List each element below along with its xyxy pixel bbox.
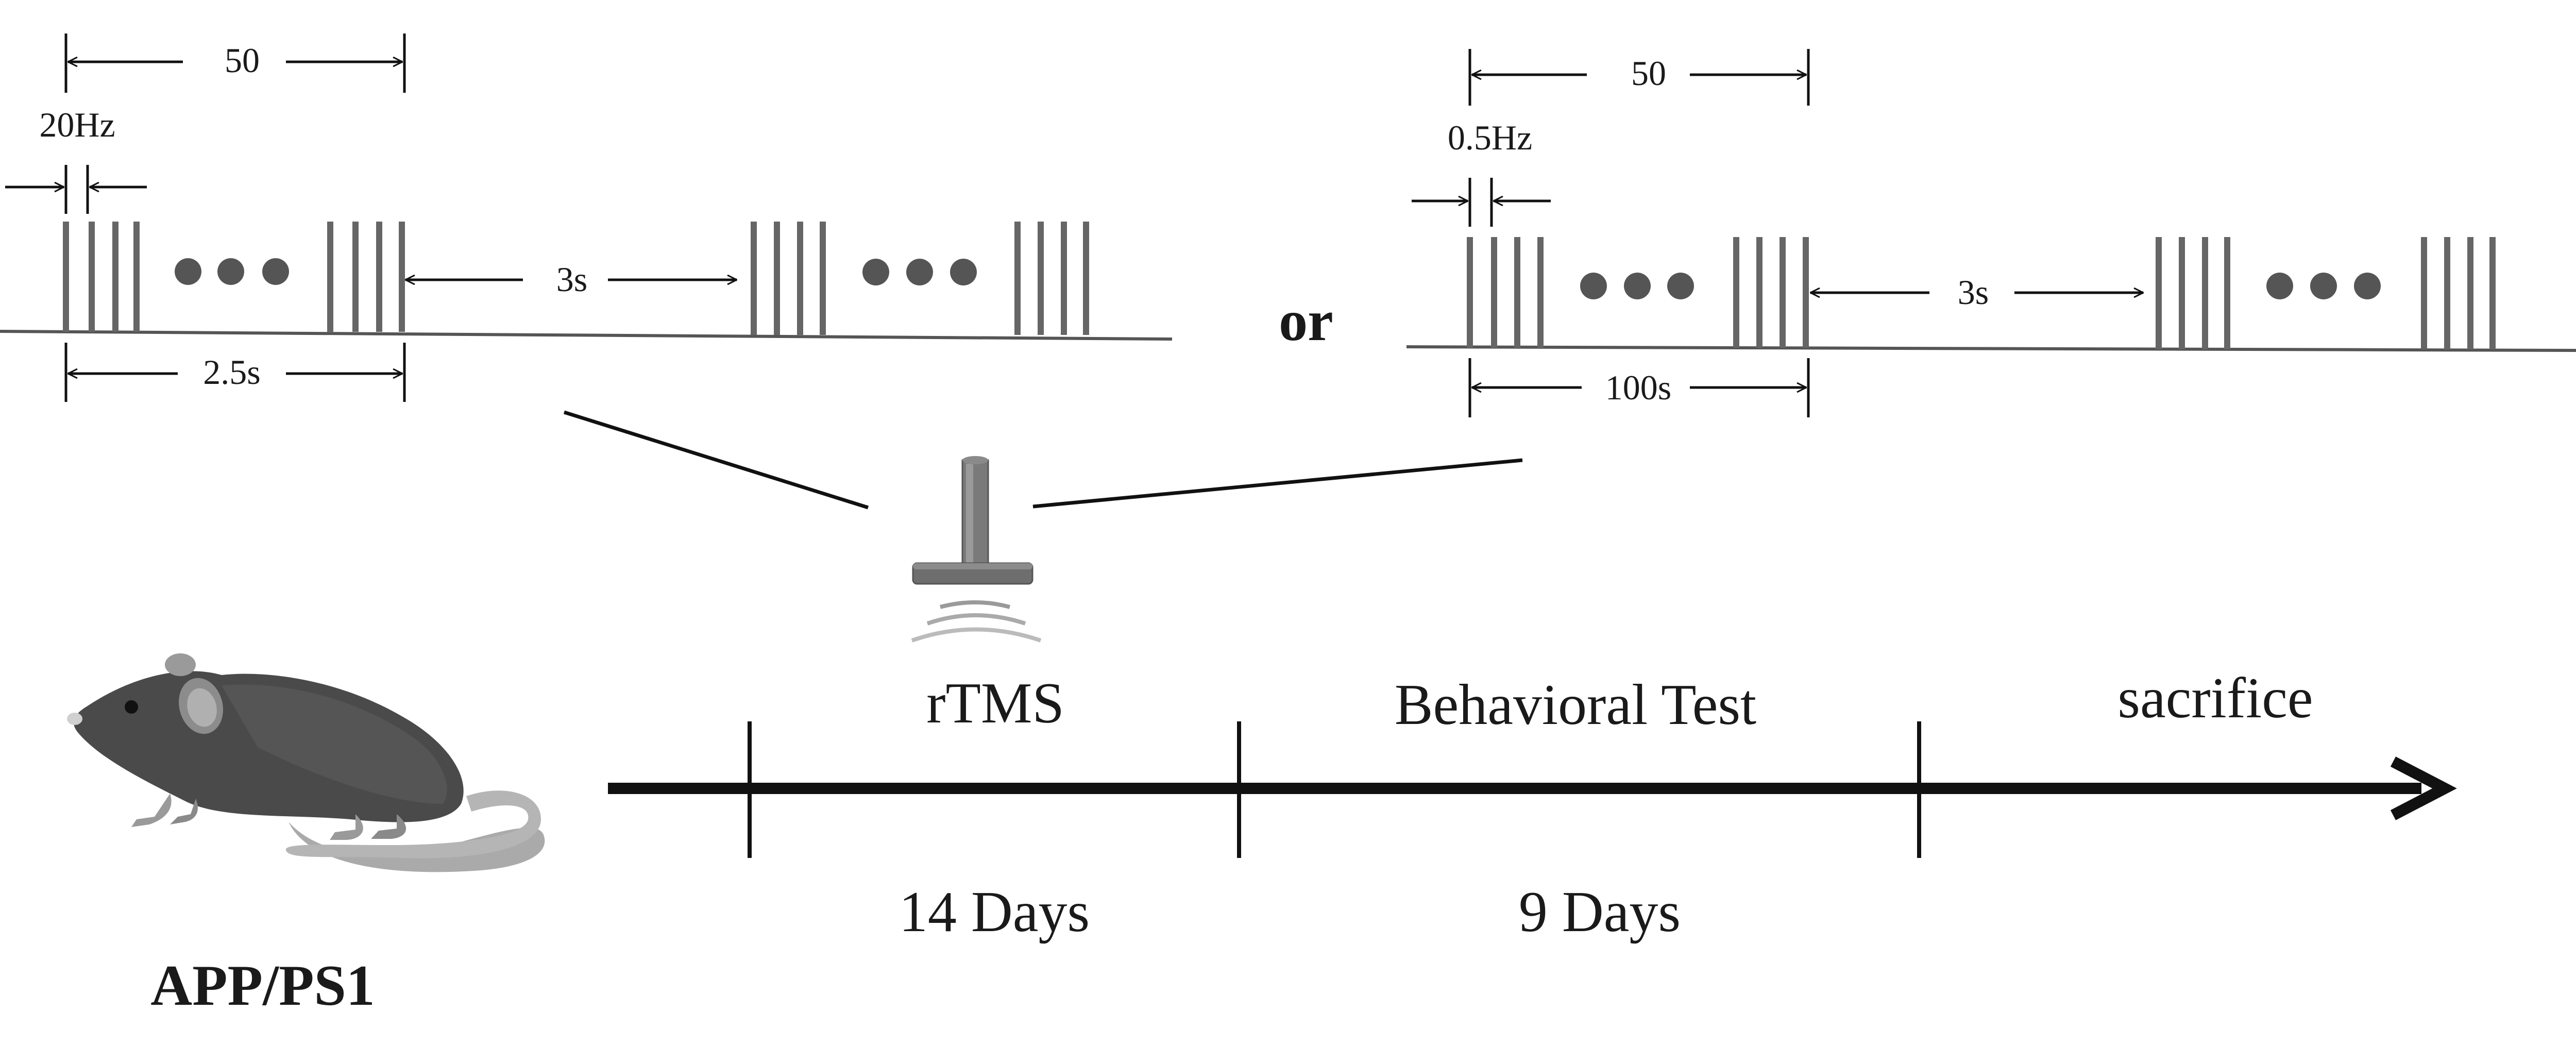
ellipsis-dots-right-1 bbox=[1580, 273, 1694, 299]
interval-label-left: 3s bbox=[556, 260, 587, 299]
pulse-train-right-3 bbox=[2156, 237, 2230, 349]
ellipsis-dots-left-1 bbox=[175, 258, 289, 285]
pulse-train-right-1 bbox=[1467, 237, 1544, 348]
freq-label-right: 0.5Hz bbox=[1448, 118, 1532, 157]
phase-label-behavioral-test: Behavioral Test bbox=[1395, 673, 1756, 737]
freq-label-left: 20Hz bbox=[39, 105, 115, 144]
pulse-train-right-2 bbox=[1733, 237, 1809, 348]
duration-label-left: 2.5s bbox=[203, 352, 260, 392]
ellipsis-dots-left-2 bbox=[862, 259, 977, 285]
tms-coil-icon bbox=[911, 456, 1042, 643]
count-label-right: 50 bbox=[1631, 54, 1666, 93]
dimension-count-right bbox=[1468, 49, 1810, 106]
dimension-freq-left bbox=[5, 165, 147, 214]
baseline-left bbox=[0, 330, 1173, 341]
baseline-right bbox=[1406, 345, 2576, 352]
pulse-train-left-2 bbox=[327, 222, 405, 332]
phase-duration-behavioral-test: 9 Days bbox=[1519, 880, 1681, 944]
pulse-train-left-1 bbox=[63, 222, 140, 332]
dimension-duration-right bbox=[1468, 358, 1810, 417]
ellipsis-dots-right-2 bbox=[2266, 273, 2381, 299]
separator-or: or bbox=[1279, 289, 1333, 353]
connector-right bbox=[1032, 458, 1523, 509]
phase-duration-rtms: 14 Days bbox=[899, 880, 1090, 944]
dimension-count-left bbox=[64, 33, 406, 93]
count-label-left: 50 bbox=[225, 41, 260, 80]
duration-label-right: 100s bbox=[1605, 368, 1671, 407]
pulse-train-right-4 bbox=[2421, 237, 2496, 349]
mouse-icon bbox=[67, 653, 545, 872]
protocol-right: 50 0.5Hz 3s 100s bbox=[1406, 49, 2576, 417]
phase-label-rtms: rTMS bbox=[926, 671, 1064, 735]
protocol-left: 50 20Hz 3s 2.5s bbox=[0, 33, 1173, 402]
dimension-duration-left bbox=[64, 343, 406, 402]
pulse-train-left-3 bbox=[751, 222, 826, 335]
interval-label-right: 3s bbox=[1958, 273, 1989, 312]
connector-left bbox=[563, 410, 869, 510]
subject-label: APP/PS1 bbox=[150, 954, 375, 1018]
pulse-train-left-4 bbox=[1014, 222, 1089, 335]
phase-label-sacrifice: sacrifice bbox=[2117, 666, 2313, 730]
timeline-arrowhead bbox=[2390, 756, 2457, 820]
dimension-freq-right bbox=[1412, 178, 1551, 227]
